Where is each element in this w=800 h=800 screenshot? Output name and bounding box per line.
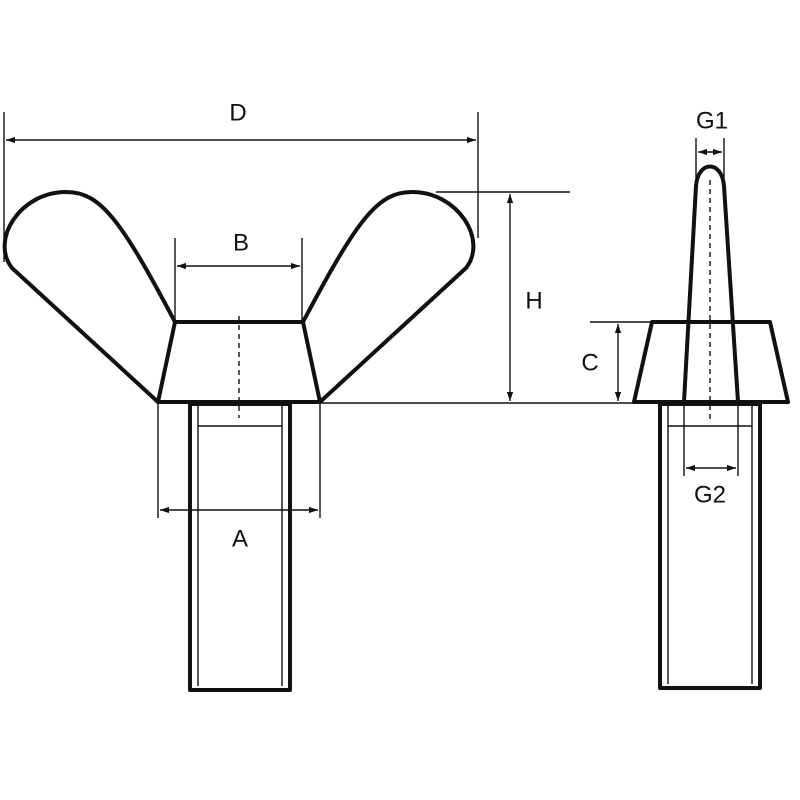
dimension-g1: G1	[695, 107, 728, 178]
front-shank	[188, 402, 292, 692]
side-hub	[632, 320, 790, 404]
dimension-h: H	[436, 191, 570, 401]
label-g1: G1	[696, 107, 728, 134]
label-h: H	[525, 287, 542, 314]
front-hub	[156, 320, 322, 404]
dimension-d: D	[3, 99, 479, 262]
left-wing	[2, 190, 177, 404]
label-b: B	[233, 229, 249, 256]
side-shank	[658, 402, 762, 690]
right-wing	[301, 190, 476, 404]
label-a: A	[232, 525, 248, 552]
label-d: D	[229, 99, 246, 126]
label-g2: G2	[694, 481, 726, 508]
dimension-a: A	[157, 404, 321, 552]
side-wing-profile	[682, 164, 740, 404]
label-c: C	[581, 349, 598, 376]
dimension-b: B	[174, 229, 303, 320]
side-view	[632, 164, 790, 690]
front-view	[2, 190, 476, 692]
dimension-g2: G2	[683, 404, 739, 508]
dimension-c: C	[581, 321, 652, 401]
